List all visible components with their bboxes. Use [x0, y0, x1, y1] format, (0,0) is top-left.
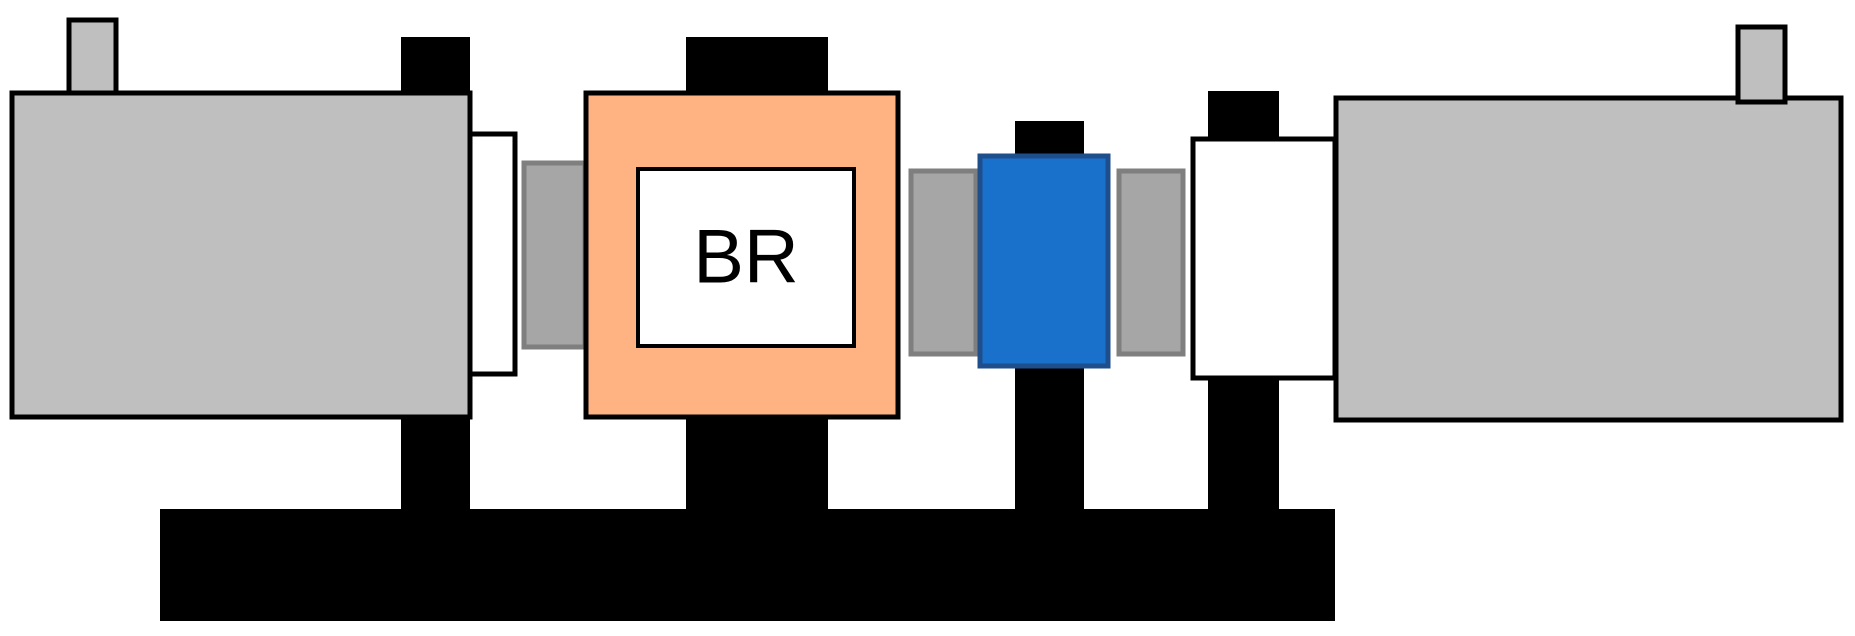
left-motor-terminal: [66, 17, 119, 98]
torque-sensor: [977, 153, 1111, 369]
right-motor-housing: [1333, 95, 1844, 423]
left-motor-housing: [9, 90, 473, 420]
base-plate: [160, 509, 1335, 621]
left-coupling: [521, 160, 588, 350]
brake-label-box: [636, 167, 856, 348]
right-motor-terminal: [1735, 24, 1788, 105]
right-coupling: [1116, 168, 1186, 357]
bearing-block: [1190, 136, 1338, 381]
left-motor-flange: [467, 131, 518, 377]
middle-coupling: [908, 168, 979, 357]
brake-label: BR: [693, 215, 799, 300]
